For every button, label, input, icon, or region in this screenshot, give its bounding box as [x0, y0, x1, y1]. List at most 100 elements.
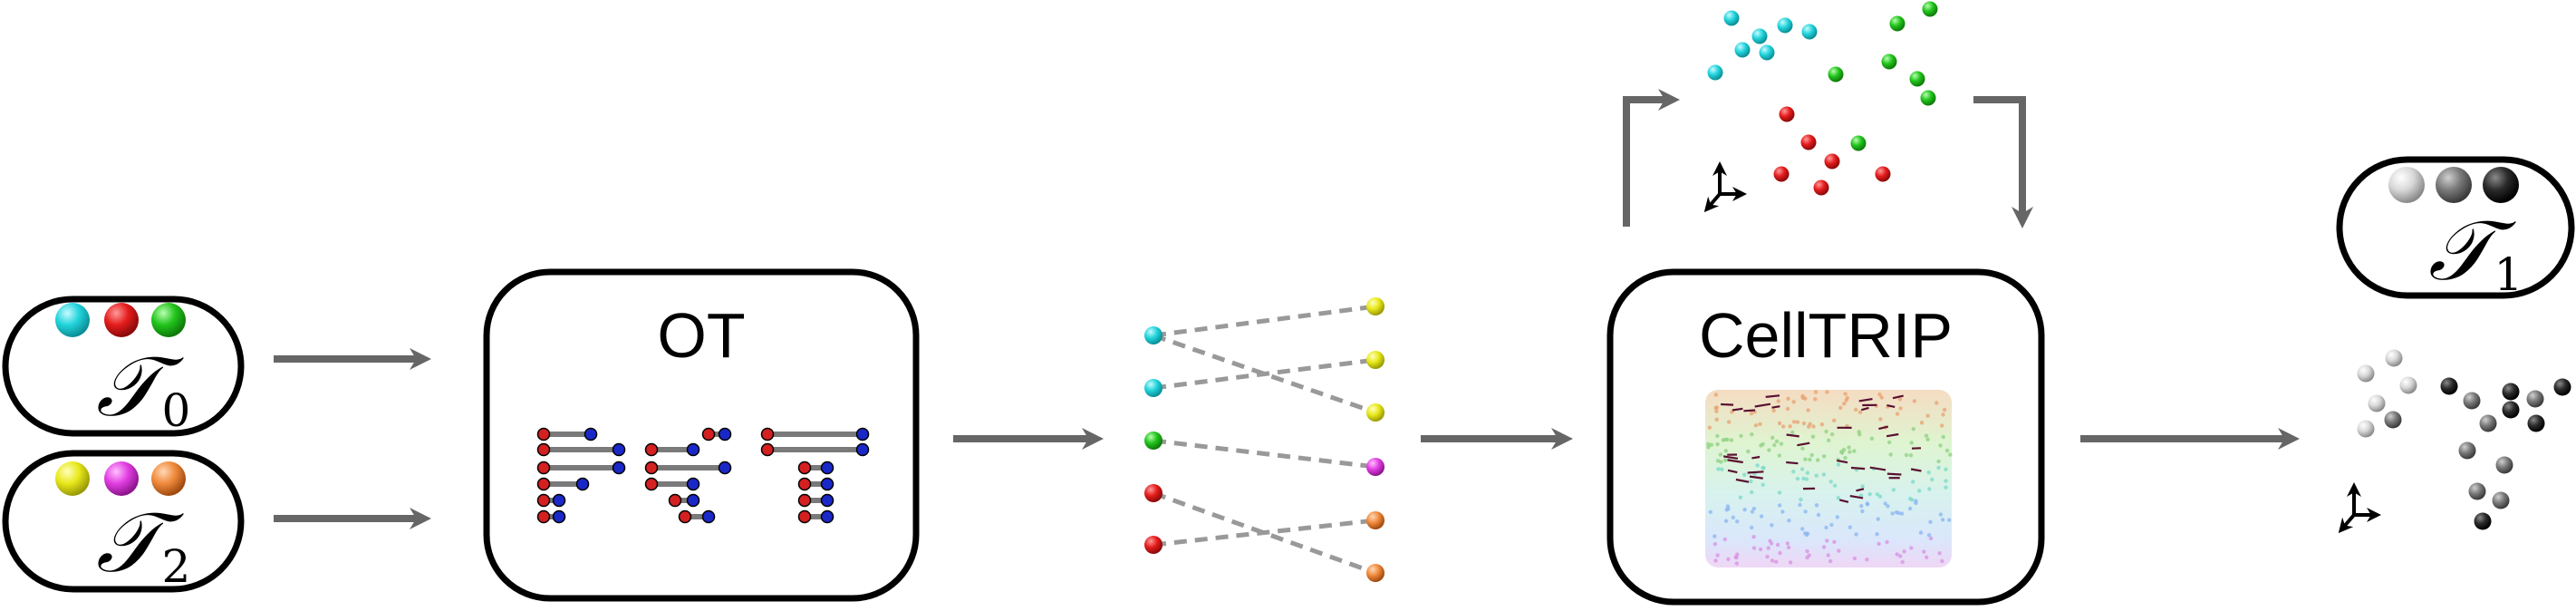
embedding-point	[1847, 445, 1851, 450]
embedding-point	[1720, 467, 1724, 471]
embedding-point	[1877, 494, 1883, 499]
matching-links	[1144, 297, 1384, 582]
embedding-point	[1922, 549, 1926, 554]
velocity-arrow	[1856, 488, 1865, 492]
sphere-icon	[1734, 42, 1751, 58]
embedding-point	[1944, 479, 1948, 483]
velocity-arrow	[1910, 468, 1922, 472]
sphere-icon	[1824, 153, 1840, 170]
sphere-icon	[2502, 401, 2520, 419]
sphere-icon	[1801, 24, 1818, 40]
embedding-point	[1829, 432, 1835, 437]
embedding-point	[1795, 476, 1800, 481]
sphere-icon	[104, 461, 139, 496]
sphere-icon	[1889, 15, 1905, 32]
embedding-point	[1940, 423, 1944, 428]
ot-node	[718, 427, 732, 441]
embedding-point	[1805, 470, 1810, 475]
embedding-point	[1821, 472, 1827, 477]
sphere-icon	[2388, 167, 2425, 203]
embedding-point	[1918, 530, 1924, 535]
embedding-point	[1912, 399, 1917, 403]
embedding-point	[1788, 424, 1792, 429]
embedding-point	[1755, 463, 1760, 468]
embedding-point	[1778, 550, 1782, 556]
embedding-point	[1860, 484, 1865, 489]
velocity-arrow	[1765, 394, 1780, 398]
embedding-point	[1761, 466, 1765, 470]
sphere-icon	[2527, 414, 2545, 432]
velocity-arrow	[1892, 394, 1904, 400]
embedding-point	[1767, 448, 1771, 452]
embedding-point	[1819, 422, 1825, 427]
embedding-point	[1785, 541, 1790, 546]
ot-node	[612, 461, 626, 475]
embedding-point	[1731, 515, 1736, 519]
ot-node	[612, 442, 626, 457]
embedding-point	[1738, 495, 1743, 499]
ot-label: OT	[657, 300, 745, 371]
sphere-icon	[2553, 378, 2571, 396]
embedding-point	[1713, 558, 1718, 563]
embedding-point	[1919, 421, 1925, 425]
embedding-point	[1848, 450, 1852, 454]
ot-node	[536, 461, 551, 475]
ot-node	[686, 493, 700, 508]
embedding-point	[1826, 553, 1830, 558]
embedding-point	[1816, 512, 1821, 518]
embedding-point	[1941, 412, 1945, 417]
embedding-point	[1824, 429, 1828, 434]
embedding-point	[1706, 445, 1711, 450]
embedding-point	[1807, 424, 1811, 429]
sphere-icon	[55, 303, 90, 337]
embedding-point	[1798, 502, 1802, 508]
embedding-point	[1938, 512, 1944, 517]
sphere-icon	[1828, 66, 1844, 82]
embedding-point	[1739, 433, 1743, 438]
velocity-arrow	[1797, 441, 1810, 447]
embedding-point	[1825, 538, 1829, 543]
embedding-point	[1944, 467, 1948, 471]
ot-node	[820, 461, 835, 475]
embedding-point	[1725, 437, 1730, 442]
ot-node	[552, 493, 566, 508]
embedding-point	[1723, 519, 1729, 523]
embedding-point	[1857, 410, 1863, 414]
embedding-point	[1907, 506, 1913, 511]
embedding-point	[1829, 522, 1834, 528]
embedding-point	[1928, 519, 1933, 524]
sphere-icon	[2463, 392, 2481, 410]
embedding-point	[1895, 552, 1899, 557]
sphere-icon	[1366, 297, 1384, 315]
embedding-point	[1900, 559, 1905, 565]
velocity-arrow	[1850, 466, 1866, 470]
sphere-icon	[2440, 377, 2458, 395]
embedding-point	[1787, 519, 1791, 523]
celltrip-embedding	[1706, 390, 1953, 566]
embedding-point	[1928, 536, 1934, 541]
sphere-icon	[1144, 379, 1163, 397]
velocity-arrow	[1858, 398, 1873, 402]
celltrip-label: CellTRIP	[1699, 300, 1953, 371]
loop-up-arrow-icon	[1623, 89, 1680, 227]
sphere-icon	[2526, 390, 2544, 408]
ot-node	[797, 509, 812, 524]
ot-node	[701, 427, 716, 441]
embedding-point	[1947, 518, 1952, 522]
embedding-point	[1934, 401, 1939, 405]
embedding-point	[1808, 457, 1812, 462]
velocity-arrow	[1886, 404, 1896, 408]
velocity-arrow	[1727, 459, 1743, 464]
match-link	[1153, 518, 1376, 548]
output-scatter	[2357, 349, 2571, 530]
ot-node	[820, 509, 835, 524]
sphere-icon	[151, 303, 186, 337]
embedding-point	[1828, 480, 1833, 484]
ot-node	[760, 427, 775, 441]
embedding-point	[1715, 433, 1720, 439]
embedding-point	[1751, 535, 1756, 539]
sphere-icon	[104, 303, 139, 337]
sphere-icon	[1366, 458, 1384, 476]
embedding-point	[1790, 430, 1795, 435]
embedding-point	[1877, 393, 1882, 397]
